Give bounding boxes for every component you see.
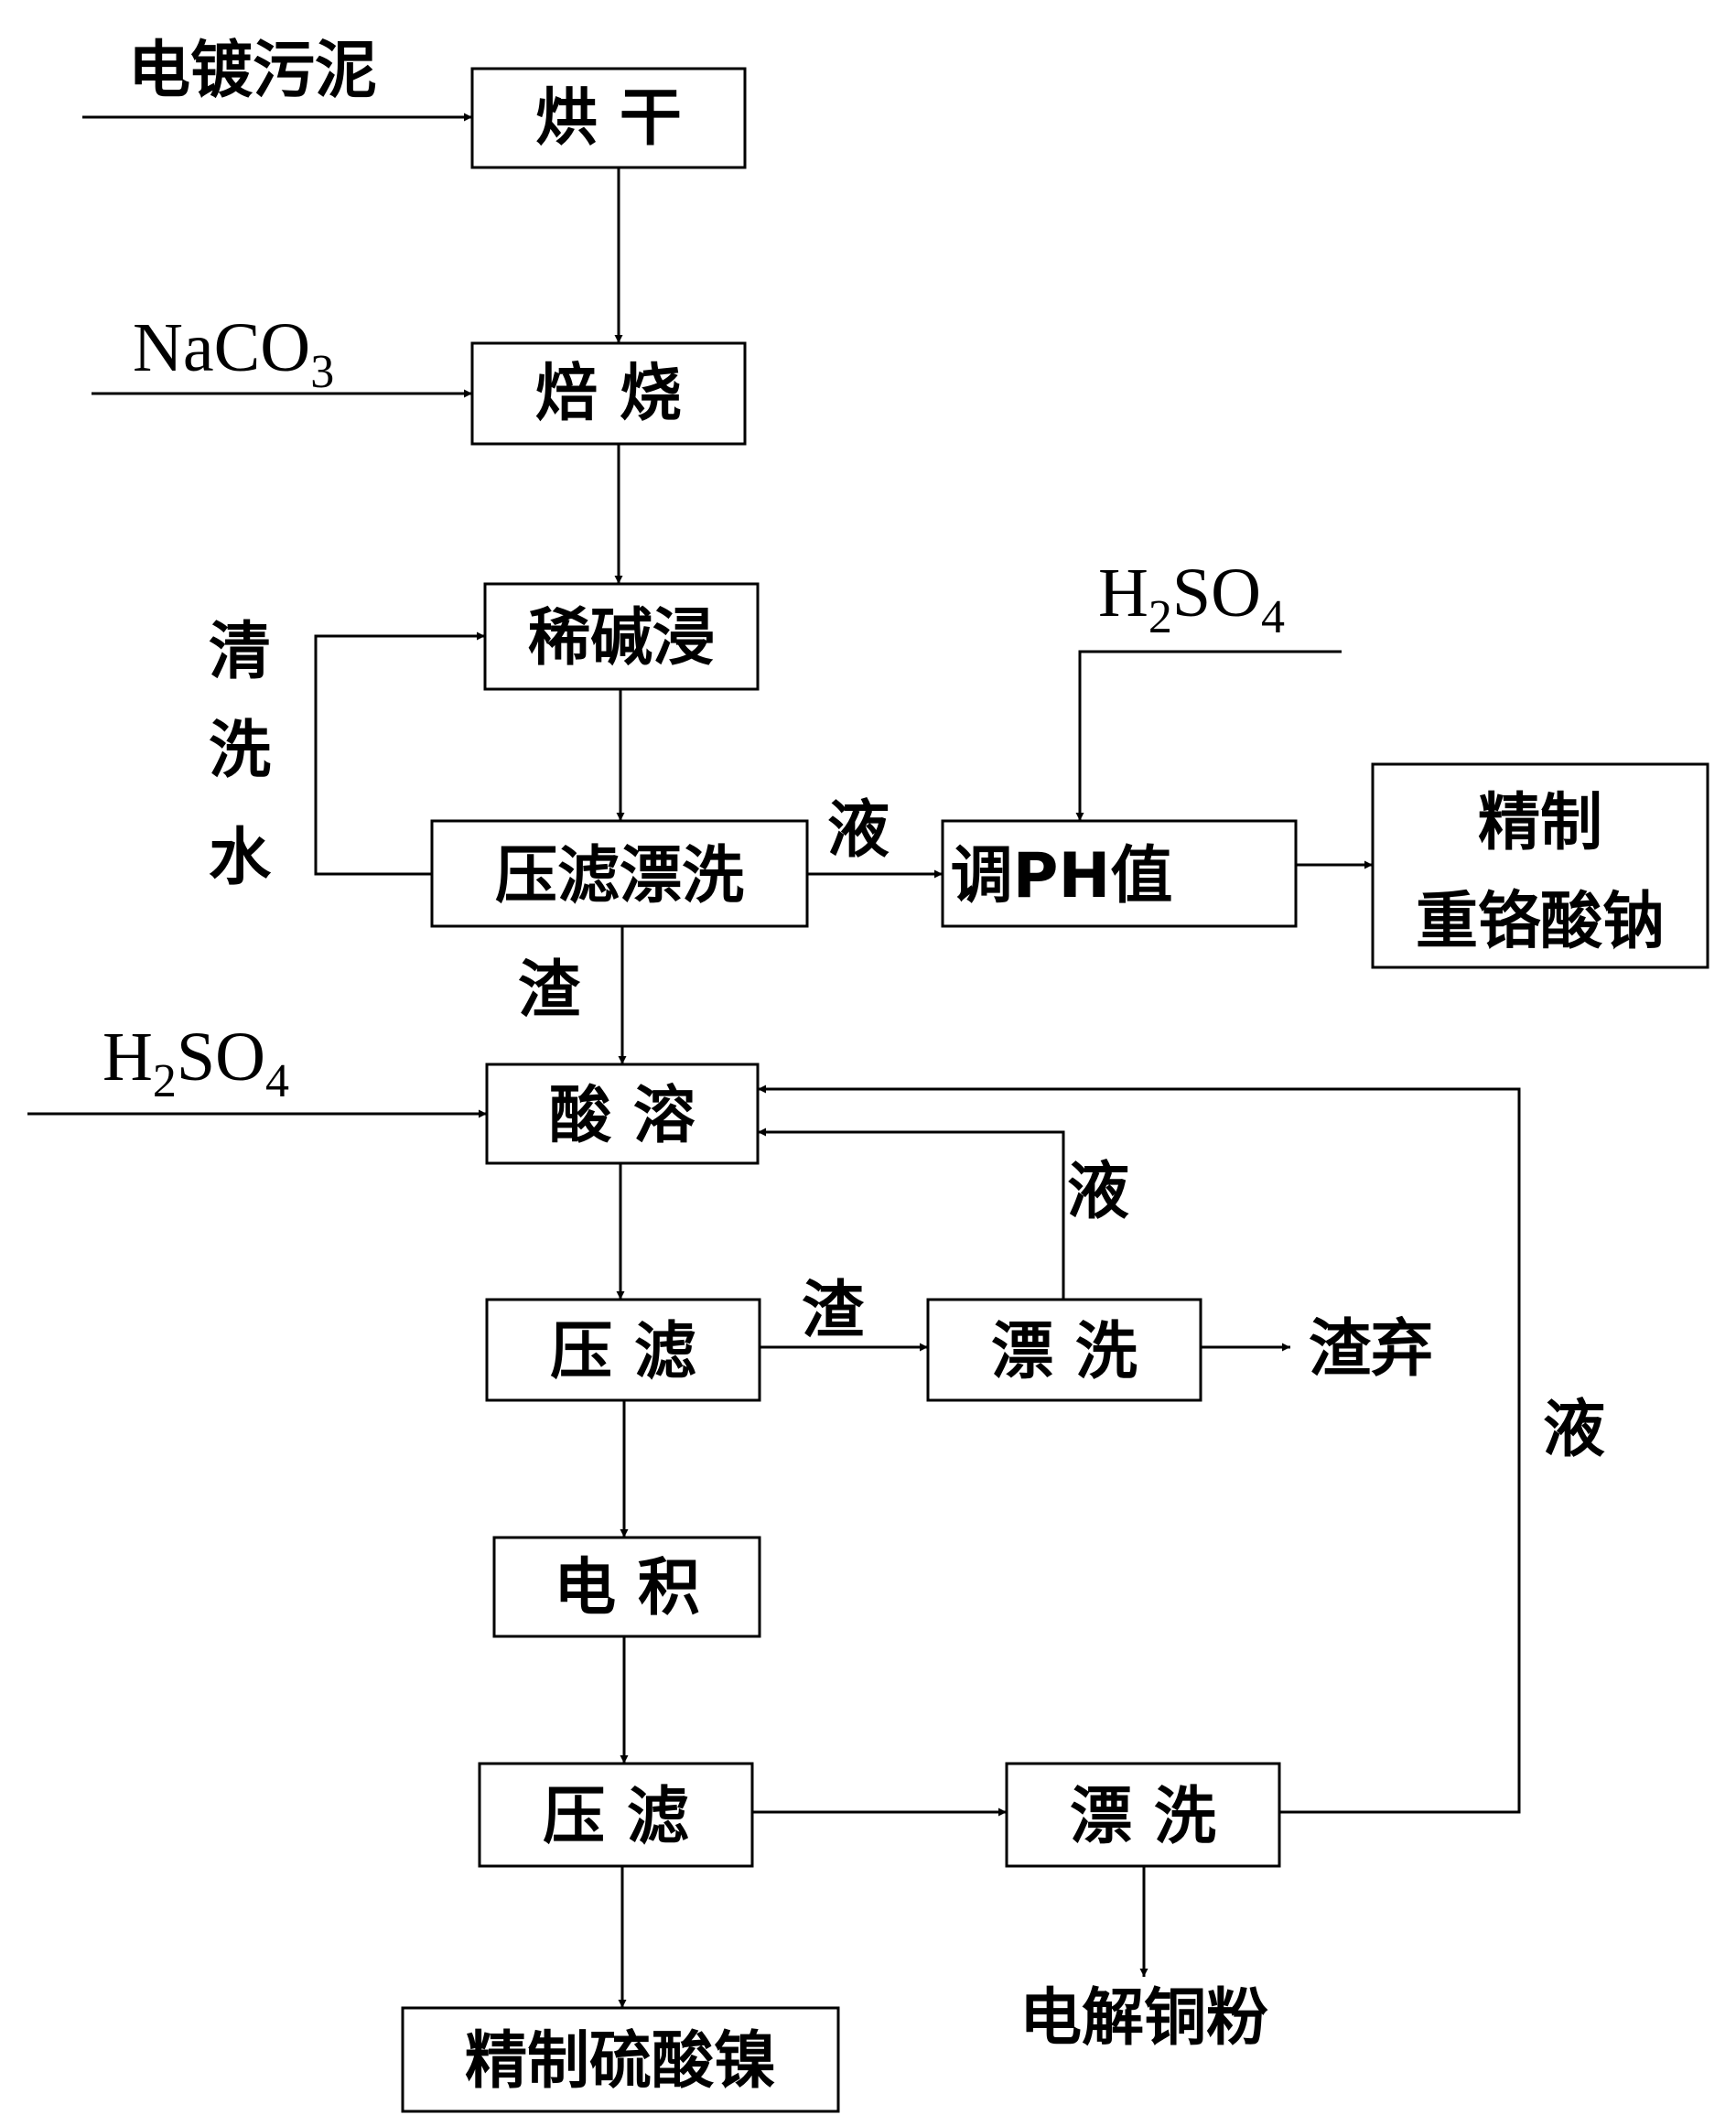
arrow-wash2-liquid-return: [758, 1084, 1521, 1814]
box-roasting: [470, 341, 747, 446]
step-electrowin: 电 积: [554, 1552, 700, 1624]
box-nickel-sulfate: [401, 2006, 840, 2113]
label-wash-water-char2: 洗: [209, 715, 271, 787]
label-copper-powder: 电解铜粉: [1019, 1982, 1268, 2055]
label-h2so4-top: H2SO4: [1098, 555, 1285, 643]
box-drying: [470, 67, 747, 169]
label-sludge: 电镀污泥: [128, 35, 377, 107]
label-residue-to-acid: 渣: [518, 955, 581, 1027]
arrow-wash1-liquid-return: [758, 1128, 1065, 1300]
h2so4-mid-so: SO: [177, 1019, 265, 1095]
label-h2so4-mid: H2SO4: [102, 1019, 289, 1107]
step-filter-wash: 压滤漂洗: [495, 840, 744, 912]
label-na2co3: NaCO3: [133, 309, 334, 398]
h2so4-top-h: H: [1098, 555, 1148, 631]
arrow-wash-water-loop: [314, 631, 485, 876]
label-residue-to-wash: 渣: [802, 1275, 865, 1347]
na2co3-main: NaCO: [133, 309, 310, 386]
step-acid-dissolve: 酸 溶: [549, 1080, 695, 1152]
label-wash-water-char1: 清: [209, 616, 271, 688]
box-electrowin: [492, 1536, 761, 1638]
product-nickel-sulfate: 精制硫酸镍: [465, 2025, 776, 2098]
h2so4-top-so: SO: [1172, 555, 1261, 631]
step-wash-1: 漂 洗: [991, 1316, 1138, 1388]
h2so4-mid-h: H: [102, 1019, 153, 1095]
box-filter-2: [478, 1762, 754, 1868]
product-dichromate-line2: 重铬酸钠: [1416, 886, 1665, 958]
h2so4-top-2: 2: [1148, 591, 1172, 643]
box-dichromate: [1371, 762, 1709, 969]
step-alkali-leach: 稀碱浸: [528, 602, 715, 674]
na2co3-subscript: 3: [310, 346, 334, 398]
box-acid-dissolve: [485, 1063, 760, 1165]
label-liquid-to-ph: 液: [827, 794, 890, 867]
label-liquid-return-2: 液: [1543, 1394, 1605, 1466]
step-filter-2: 压 滤: [543, 1781, 689, 1853]
product-dichromate-line1: 精制: [1478, 787, 1602, 859]
box-alkali-leach: [483, 582, 760, 691]
h2so4-top-4: 4: [1261, 591, 1285, 643]
box-filter-1: [485, 1298, 761, 1402]
box-wash-2: [1005, 1762, 1281, 1868]
box-adjust-ph: [941, 819, 1298, 928]
step-drying: 烘 干: [535, 82, 682, 155]
h2so4-mid-2: 2: [153, 1055, 177, 1107]
arrow-h2so4-top-in: [1075, 650, 1342, 821]
label-liquid-return-1: 液: [1067, 1156, 1129, 1228]
step-adjust-ph: 调PH值: [951, 840, 1173, 912]
label-wash-water-char3: 水: [209, 822, 272, 894]
step-wash-2: 漂 洗: [1070, 1781, 1216, 1853]
label-residue-discard: 渣弃: [1309, 1313, 1433, 1386]
step-roasting: 焙 烧: [535, 358, 682, 430]
box-wash-1: [926, 1298, 1202, 1402]
h2so4-mid-4: 4: [265, 1055, 289, 1107]
step-filter-1: 压 滤: [550, 1316, 696, 1388]
